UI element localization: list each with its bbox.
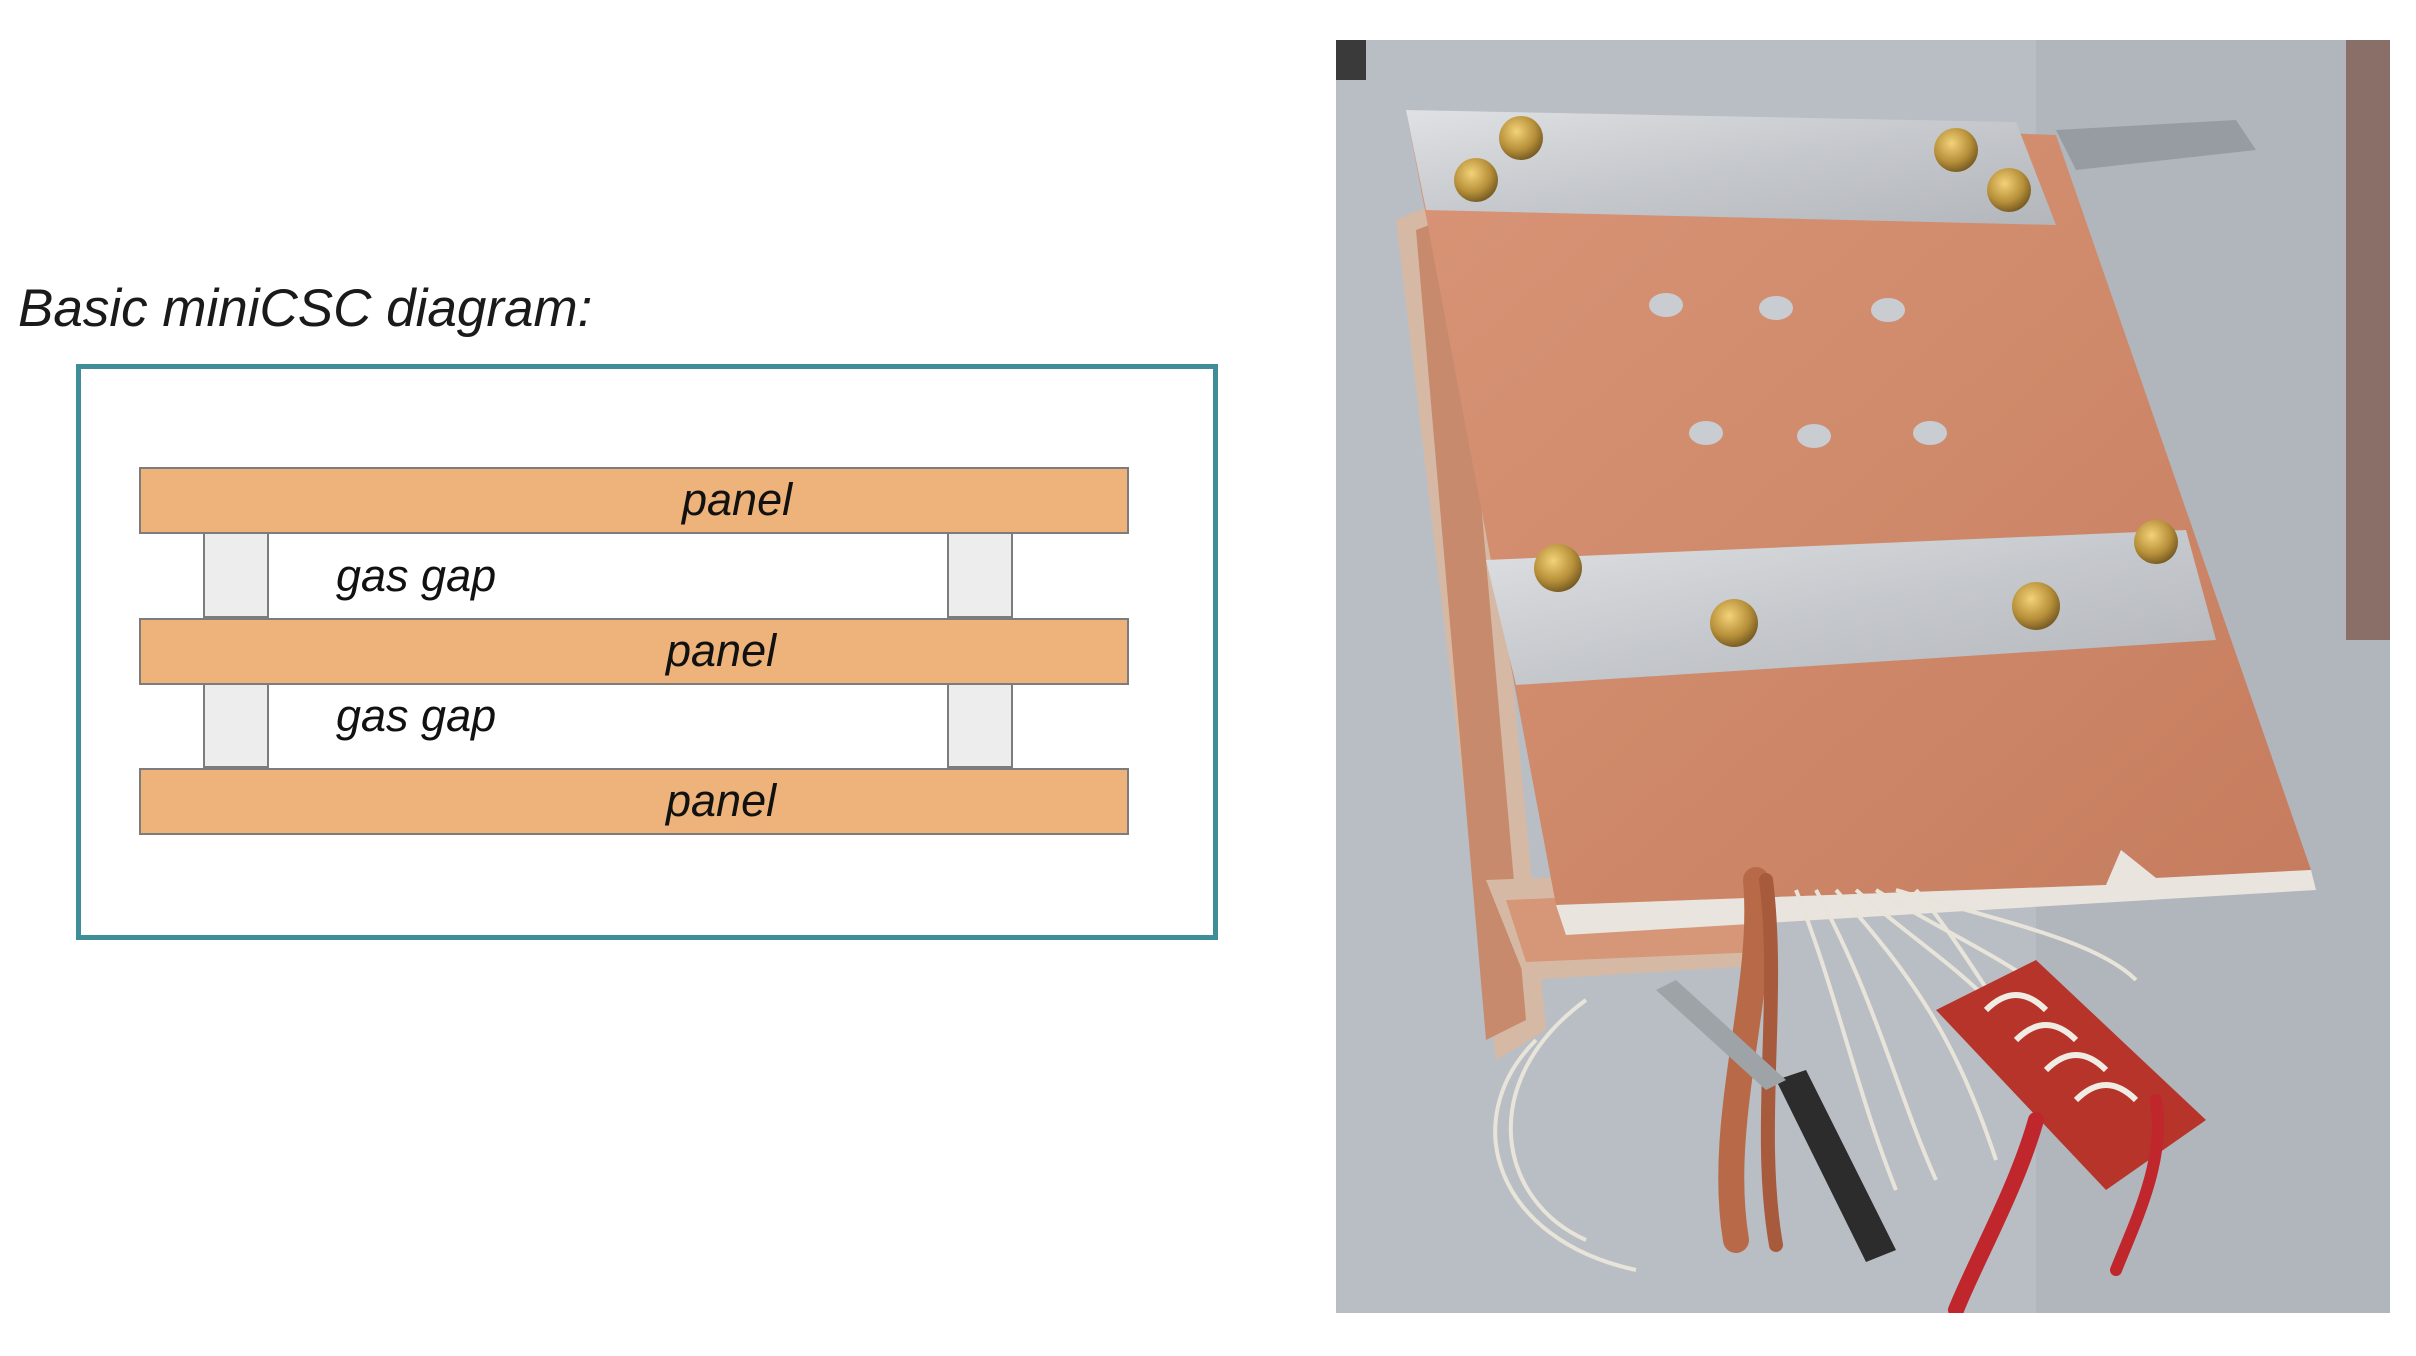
table-corner-right xyxy=(2346,40,2390,640)
spacer-left-bottom xyxy=(203,683,269,768)
copper-braid-strand xyxy=(1759,873,1783,1252)
hole xyxy=(1649,293,1683,317)
brass-nut xyxy=(1454,158,1498,202)
panel-label-top: panel xyxy=(682,474,793,525)
panel-bottom xyxy=(139,768,1129,835)
brass-nut xyxy=(1710,599,1758,647)
chamber-photo-drawing xyxy=(1336,40,2390,1313)
aluminum-strip-top xyxy=(1406,110,2056,225)
spacer-left-top xyxy=(203,532,269,618)
diagram-title: Basic miniCSC diagram: xyxy=(18,279,593,338)
red-connector-board xyxy=(1936,960,2206,1190)
brass-nut xyxy=(1534,544,1582,592)
hole xyxy=(1797,424,1831,448)
hole xyxy=(1871,298,1905,322)
brass-nut xyxy=(1987,168,2031,212)
brass-nut xyxy=(1499,116,1543,160)
gas-gap-label-top: gas gap xyxy=(336,550,497,601)
hole xyxy=(1689,421,1723,445)
panel-label-bottom: panel xyxy=(666,775,777,826)
hole xyxy=(1759,296,1793,320)
panel-label-middle: panel xyxy=(666,625,777,676)
copper-top-plate xyxy=(1406,110,2311,905)
connector-loops xyxy=(1983,992,2139,1103)
table-corner-dark xyxy=(1336,40,1366,80)
black-connector xyxy=(1776,1070,1896,1262)
aluminum-strip-bottom xyxy=(1486,530,2216,685)
hole xyxy=(1913,421,1947,445)
spacer-right-top xyxy=(947,532,1013,618)
brass-nut xyxy=(2134,520,2178,564)
diagram-frame xyxy=(76,364,1218,940)
panel-middle xyxy=(139,618,1129,685)
red-cable xyxy=(2110,1094,2164,1276)
layer-edge-2 xyxy=(1416,215,1526,1040)
metal-plug xyxy=(1656,980,1786,1090)
panel-top xyxy=(139,467,1129,534)
spacer-right-bottom xyxy=(947,683,1013,768)
gas-gap-label-bottom: gas gap xyxy=(336,690,497,741)
red-cable xyxy=(1948,1112,2044,1313)
chamber-photo xyxy=(1336,40,2390,1313)
tape-strip xyxy=(2056,120,2256,170)
brass-nut xyxy=(2012,582,2060,630)
brass-nut xyxy=(1934,128,1978,172)
